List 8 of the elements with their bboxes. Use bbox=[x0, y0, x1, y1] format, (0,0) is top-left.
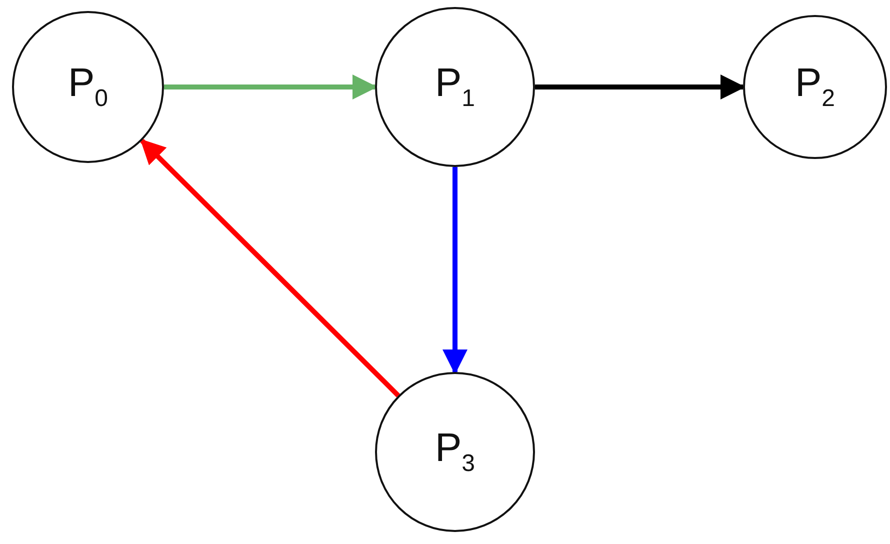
arrow bbox=[140, 138, 400, 398]
arrow bbox=[442, 167, 468, 374]
node-label: P$_{1}$ bbox=[434, 63, 476, 111]
arrow bbox=[164, 74, 378, 100]
node-label: P$_{2}$ bbox=[794, 63, 836, 111]
node-label: P$_{0}$ bbox=[68, 63, 108, 111]
arrow bbox=[535, 74, 746, 100]
node-label: P$_{3}$ bbox=[434, 428, 476, 476]
